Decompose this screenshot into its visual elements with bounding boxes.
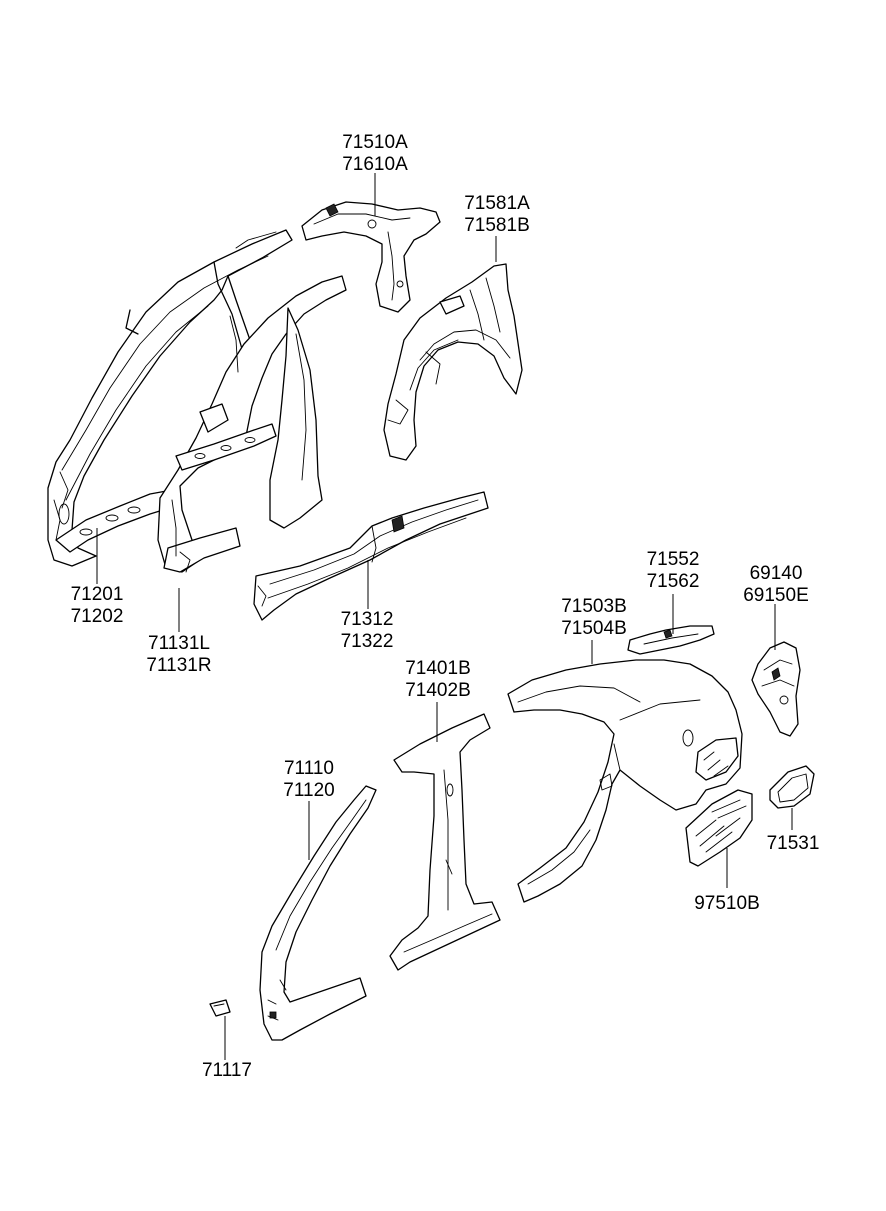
part-number: 69140 bbox=[749, 563, 803, 584]
quarter-panel bbox=[507, 659, 743, 903]
roof-rail-part bbox=[301, 201, 441, 313]
label-69140: 69140 69150E bbox=[728, 563, 824, 607]
label-71131L: 71131L 71131R bbox=[129, 633, 229, 677]
center-pillar-inner bbox=[157, 275, 347, 573]
fuel-filler-door bbox=[769, 765, 815, 809]
part-number: 71202 bbox=[70, 606, 124, 627]
part-number: 71401B bbox=[405, 658, 471, 679]
small-clip-part bbox=[209, 999, 231, 1017]
label-71201: 71201 71202 bbox=[52, 584, 142, 628]
part-number: 71581A bbox=[464, 193, 530, 214]
label-71401B: 71401B 71402B bbox=[390, 658, 486, 702]
label-97510B: 97510B bbox=[677, 893, 777, 915]
part-number: 71504B bbox=[561, 618, 627, 639]
part-number: 71131R bbox=[146, 655, 212, 676]
part-number: 71312 bbox=[340, 609, 394, 630]
front-pillar-panel bbox=[259, 785, 377, 1041]
label-71503B: 71503B 71504B bbox=[546, 596, 642, 640]
side-outer-frame bbox=[47, 229, 293, 567]
part-number: 71581B bbox=[464, 215, 530, 236]
part-number: 71531 bbox=[766, 833, 820, 854]
part-number: 71117 bbox=[201, 1060, 252, 1081]
fuel-door-housing bbox=[751, 641, 801, 737]
part-number: 71131L bbox=[148, 633, 210, 654]
part-number: 71610A bbox=[342, 154, 408, 175]
label-71312: 71312 71322 bbox=[322, 609, 412, 653]
part-number: 69150E bbox=[743, 585, 809, 606]
part-number: 71322 bbox=[340, 631, 394, 652]
center-pillar-outer bbox=[389, 713, 501, 971]
wheel-house-panel bbox=[383, 263, 523, 461]
part-number: 71503B bbox=[561, 596, 627, 617]
leader-lines bbox=[96, 173, 793, 1060]
part-number: 71201 bbox=[70, 584, 124, 605]
part-number: 71402B bbox=[405, 680, 471, 701]
part-number: 97510B bbox=[694, 893, 760, 914]
part-number: 71552 bbox=[646, 549, 700, 570]
ventilation-grille bbox=[685, 789, 753, 867]
label-71510A: 71510A 71610A bbox=[328, 132, 422, 176]
label-71110: 71110 71120 bbox=[264, 758, 354, 802]
label-71117: 71117 bbox=[182, 1060, 272, 1082]
rear-bracket-part bbox=[627, 625, 715, 655]
part-number: 71562 bbox=[646, 571, 700, 592]
part-number: 71110 bbox=[283, 758, 334, 779]
part-number: 71120 bbox=[283, 780, 335, 801]
label-71531: 71531 bbox=[748, 833, 838, 855]
label-71581A: 71581A 71581B bbox=[450, 193, 544, 237]
label-71552: 71552 71562 bbox=[628, 549, 718, 593]
part-number: 71510A bbox=[342, 132, 408, 153]
side-sill-panel bbox=[253, 491, 489, 621]
